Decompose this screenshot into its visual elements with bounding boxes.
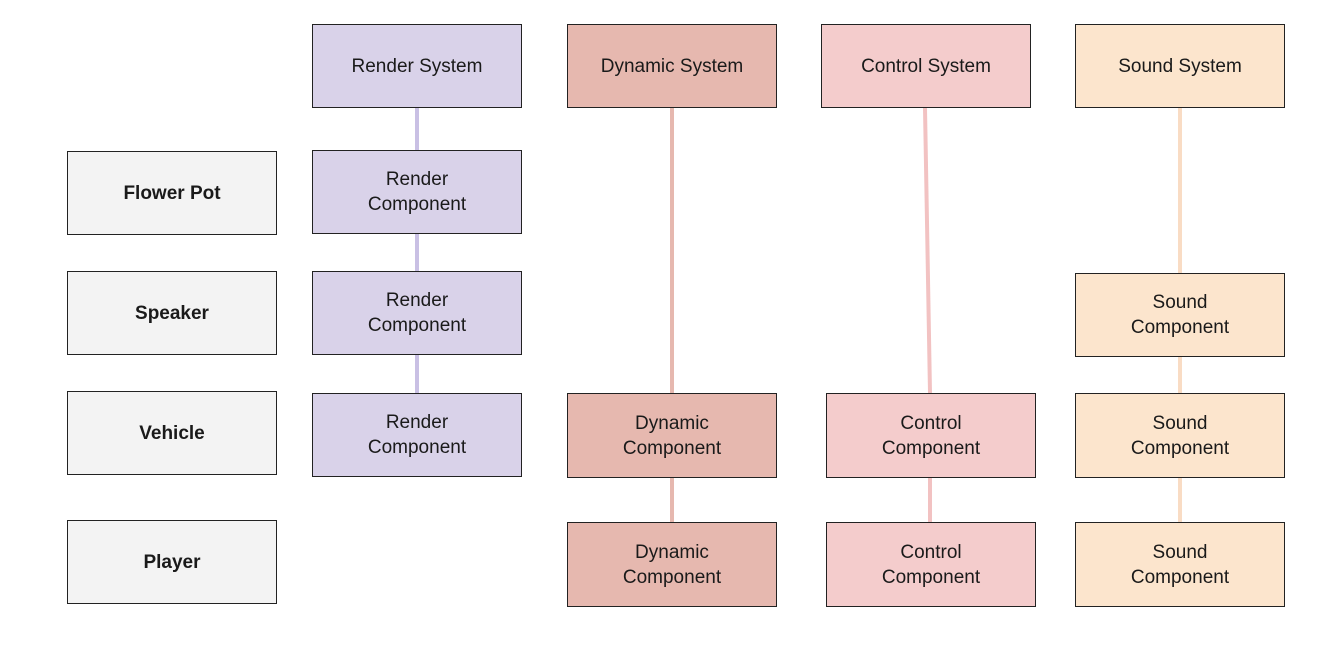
dynamic-component-vehicle: Dynamic Component	[567, 393, 777, 478]
sound-system-box: Sound System	[1075, 24, 1285, 108]
control-component-player: Control Component	[826, 522, 1036, 607]
dynamic-system-box: Dynamic System	[567, 24, 777, 108]
render-system-box: Render System	[312, 24, 522, 108]
render-component-flower-pot: Render Component	[312, 150, 522, 234]
render-component-vehicle: Render Component	[312, 393, 522, 477]
sound-component-speaker: Sound Component	[1075, 273, 1285, 357]
dynamic-component-player: Dynamic Component	[567, 522, 777, 607]
control-system-box: Control System	[821, 24, 1031, 108]
control-connector	[923, 107, 932, 394]
render-component-speaker: Render Component	[312, 271, 522, 355]
sound-component-vehicle: Sound Component	[1075, 393, 1285, 478]
entity-flower-pot: Flower Pot	[67, 151, 277, 235]
sound-component-player: Sound Component	[1075, 522, 1285, 607]
entity-player: Player	[67, 520, 277, 604]
entity-vehicle: Vehicle	[67, 391, 277, 475]
entity-speaker: Speaker	[67, 271, 277, 355]
control-component-vehicle: Control Component	[826, 393, 1036, 478]
